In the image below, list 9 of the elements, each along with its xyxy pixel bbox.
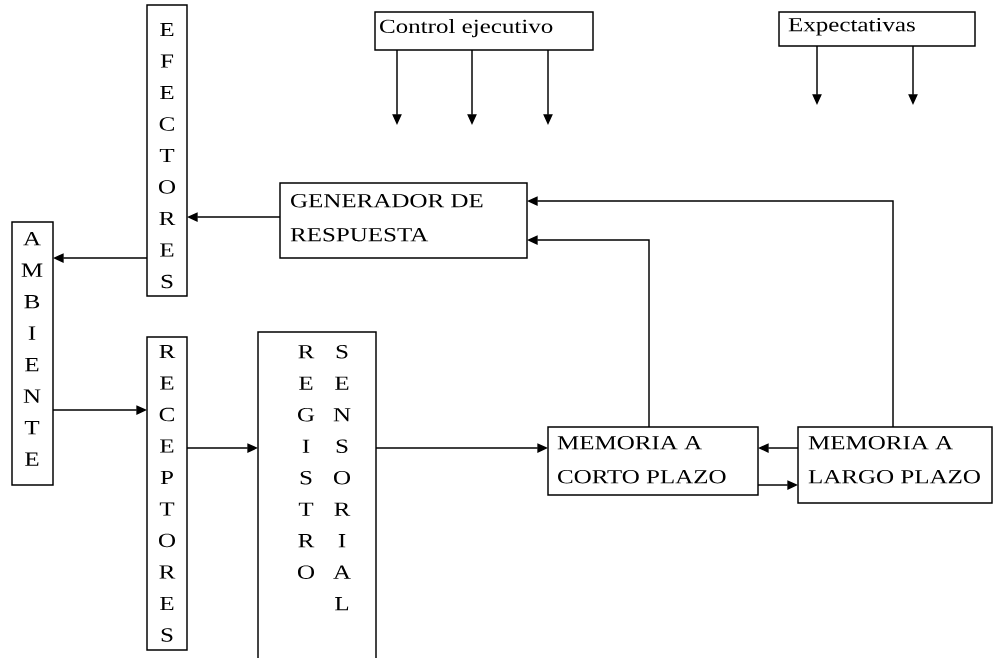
process-box: AMBIENTE [11, 221, 54, 486]
label-box: Control ejecutivo [374, 11, 594, 51]
process-box: GENERADOR DE RESPUESTA [279, 182, 528, 259]
process-box: MEMORIA A CORTO PLAZO [547, 426, 759, 496]
process-box: MEMORIA A LARGO PLAZO [797, 426, 993, 504]
process-box: EFECTORES [146, 4, 188, 297]
label-box: Expectativas [778, 11, 976, 47]
process-box: REGISTRO SENSORIAL [257, 331, 377, 658]
process-box: RECEPTORES [146, 336, 188, 651]
